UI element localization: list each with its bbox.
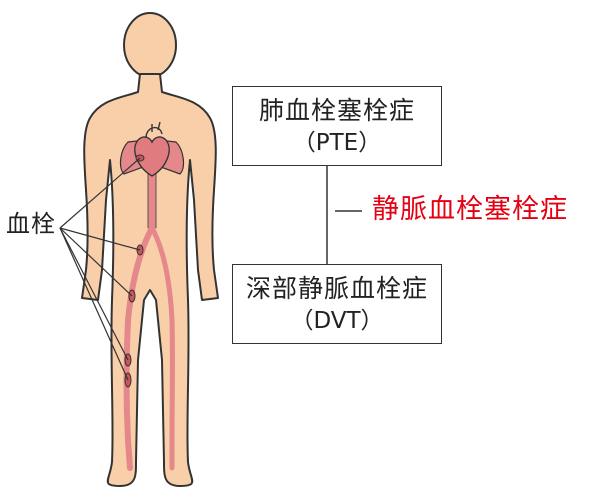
pointer-calf bbox=[59, 227, 129, 381]
dvt-abbr: （DVT） bbox=[290, 308, 384, 334]
human-silhouette bbox=[81, 12, 219, 487]
heart-lungs bbox=[119, 121, 185, 177]
aorta-arch bbox=[145, 121, 163, 139]
head bbox=[123, 12, 177, 78]
pte-abbr: （PTE） bbox=[292, 130, 382, 156]
thrombus-pointers bbox=[59, 157, 141, 381]
thrombus-label: 血栓 bbox=[6, 210, 56, 238]
heart bbox=[134, 136, 170, 177]
pte-title: 肺血栓塞栓症 bbox=[258, 96, 415, 125]
connector-lines bbox=[326, 166, 362, 264]
pointer-pelvis bbox=[59, 227, 141, 251]
pointer-thigh bbox=[59, 227, 133, 297]
pointer-knee bbox=[59, 227, 129, 361]
body bbox=[81, 73, 219, 487]
dvt-title: 深部静脈血栓症 bbox=[245, 274, 428, 303]
pte-box: 肺血栓塞栓症 （PTE） bbox=[232, 86, 442, 166]
pointer-lung bbox=[59, 157, 141, 229]
right-leg-vein bbox=[149, 225, 175, 471]
dvt-box: 深部静脈血栓症 （DVT） bbox=[232, 264, 442, 344]
vte-label: 静脈血栓塞栓症 bbox=[372, 194, 568, 225]
